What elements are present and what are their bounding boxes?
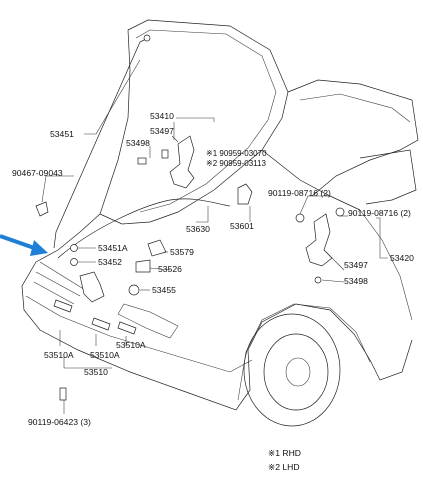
front-fender (21, 213, 413, 411)
label-53452: 53452 (98, 257, 122, 267)
cushion-right (314, 276, 322, 284)
label-53510A-right: 53510A (116, 340, 146, 350)
door-window (359, 149, 417, 205)
label-53410: 53410 (150, 111, 174, 121)
label-53630: 53630 (186, 224, 210, 234)
label-53579: 53579 (170, 247, 194, 257)
label-53510A-mid: 53510A (90, 350, 120, 360)
label-90467-09043: 90467-09043 (12, 168, 63, 178)
hood-lock-support (147, 239, 167, 257)
roof-line (299, 93, 411, 123)
hood-hinge-left (169, 135, 195, 189)
hood-lock-handle (237, 183, 253, 205)
label-53420: 53420 (390, 253, 414, 263)
label-90119-08716-b: 90119-08716 (2) (348, 208, 411, 218)
seal-53510A-right (117, 321, 137, 335)
seal-53510A-left (53, 299, 73, 313)
bumper-line (25, 295, 253, 373)
seal-53510A-mid (91, 317, 111, 331)
label-53510: 53510 (84, 367, 108, 377)
note-lhd-bolt: ※2 90959-03113 (206, 159, 266, 168)
clip-90467 (35, 201, 49, 217)
leader-lines (41, 59, 388, 414)
label-53526: 53526 (158, 264, 182, 274)
bolt-right-b (335, 207, 345, 217)
label-53498-right: 53498 (344, 276, 368, 286)
release-cable (57, 198, 231, 259)
label-90119-08716-a: 90119-08716 (2) (268, 188, 331, 198)
label-53601: 53601 (230, 221, 254, 231)
headlamp (117, 303, 179, 339)
wheel-arch (237, 303, 371, 401)
screw-90119-06423 (59, 387, 67, 401)
windshield (287, 79, 419, 197)
pointer-arrow (0, 234, 48, 256)
release-lever (135, 259, 151, 273)
hinge-bolt-a (137, 157, 147, 165)
label-53497-right: 53497 (344, 260, 368, 270)
label-90119-06423: 90119-06423 (3) (28, 417, 91, 427)
label-53498-top: 53498 (126, 138, 150, 148)
rod-top-grommet (143, 34, 151, 42)
hood-panel (99, 19, 289, 225)
hood-hinge-right (305, 213, 333, 267)
label-53510A-left: 53510A (44, 350, 74, 360)
legend-rhd: ※1 RHD (268, 448, 301, 458)
front-tire (243, 313, 341, 427)
cushion-53455 (128, 284, 140, 296)
note-rhd-bolt: ※1 90959-03070 (206, 149, 267, 158)
hinge-bolt-b (161, 149, 169, 159)
hood-lock (79, 271, 105, 303)
bolt-right-a (295, 213, 305, 223)
label-53451: 53451 (50, 129, 74, 139)
legend-lhd: ※2 LHD (268, 462, 300, 472)
hood-inner-edge (135, 29, 277, 213)
label-53497-top: 53497 (150, 126, 174, 136)
clip-53452 (70, 258, 78, 266)
door-line (359, 209, 413, 321)
label-53455: 53455 (152, 285, 176, 295)
clip-53451A (70, 244, 78, 252)
hub (285, 357, 311, 387)
a-pillar (261, 149, 361, 211)
front-rim (263, 333, 329, 411)
label-53451A: 53451A (98, 243, 128, 253)
hood-support-rod (53, 37, 149, 249)
